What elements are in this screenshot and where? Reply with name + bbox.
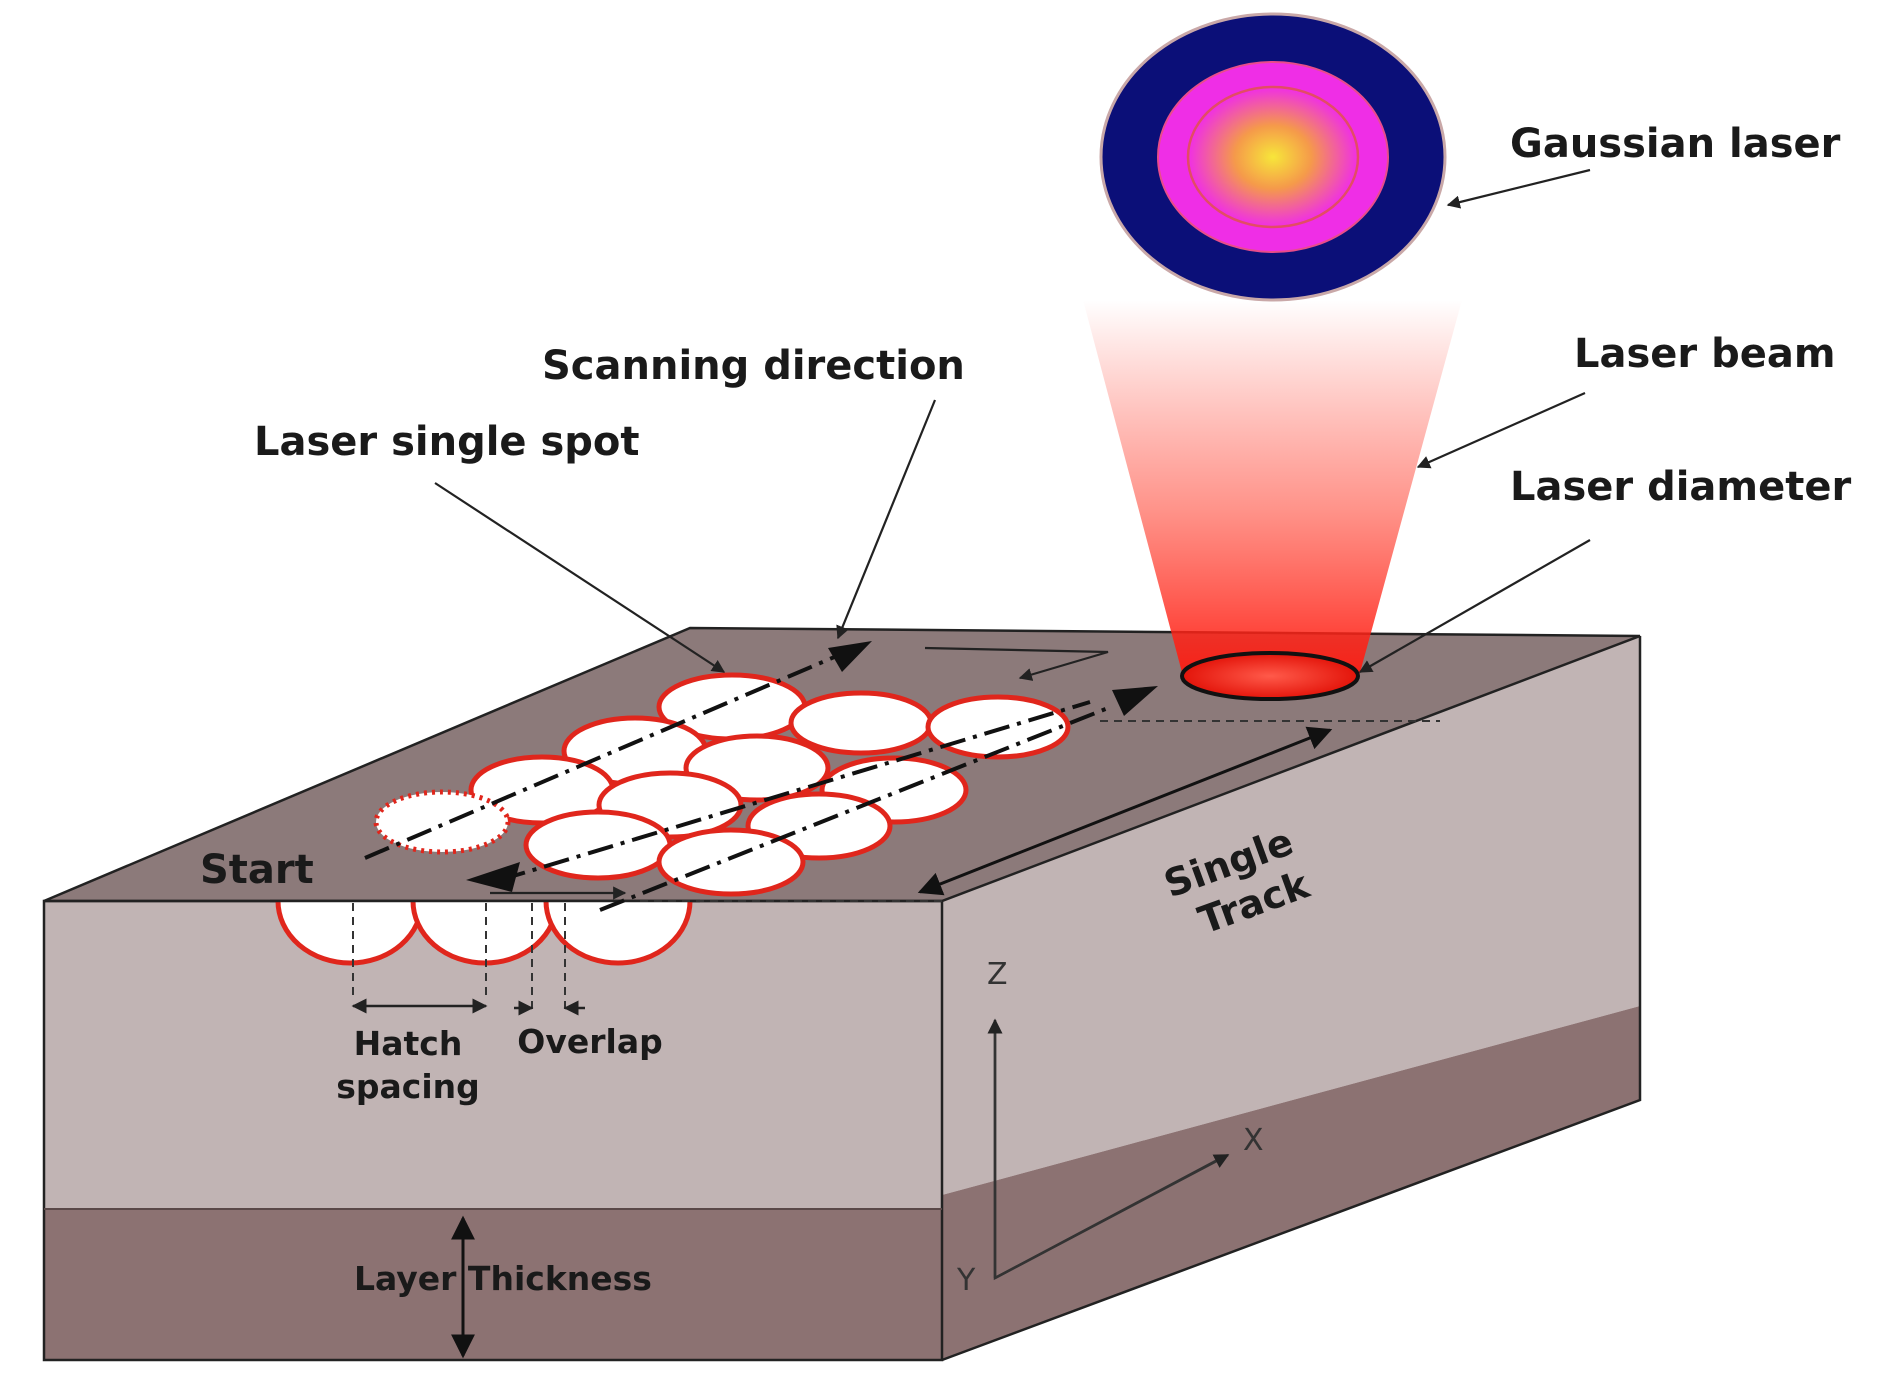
- scan-spots: [373, 672, 1071, 897]
- coordinate-axes: Z X Y: [956, 957, 1264, 1298]
- block-front-lower: [44, 1209, 942, 1360]
- label-scanning-direction: Scanning direction: [542, 343, 965, 389]
- label-gaussian-laser: Gaussian laser: [1510, 121, 1841, 167]
- block-right-upper: [942, 636, 1640, 1195]
- front-cross-section-spots: [275, 901, 693, 966]
- single-track-arrow: [917, 726, 1333, 896]
- label-spacing: spacing: [336, 1067, 480, 1106]
- gaussian-laser-profile: [1099, 12, 1447, 302]
- label-layer-thickness: Layer Thickness: [354, 1259, 652, 1298]
- scan-arrow-3: [466, 862, 520, 892]
- laser-spot-on-surface: [1180, 651, 1360, 701]
- axis-x-label: X: [1243, 1123, 1264, 1158]
- label-overlap: Overlap: [517, 1022, 662, 1061]
- label-laser-beam: Laser beam: [1574, 331, 1836, 377]
- label-laser-single-spot: Laser single spot: [254, 419, 640, 465]
- block-right-lower: [942, 1006, 1640, 1360]
- scan-arrow-1: [828, 641, 872, 672]
- laser-beam-cone: [1083, 300, 1462, 680]
- axis-z-label: Z: [987, 957, 1008, 992]
- reference-dashed-lines: [352, 720, 1440, 1010]
- axis-y-label: Y: [956, 1263, 976, 1298]
- label-start: Start: [200, 847, 314, 893]
- scan-arrow-2: [1112, 686, 1158, 716]
- leader-lines: [434, 168, 1591, 673]
- label-laser-diameter: Laser diameter: [1510, 464, 1851, 510]
- label-hatch: Hatch: [354, 1024, 463, 1063]
